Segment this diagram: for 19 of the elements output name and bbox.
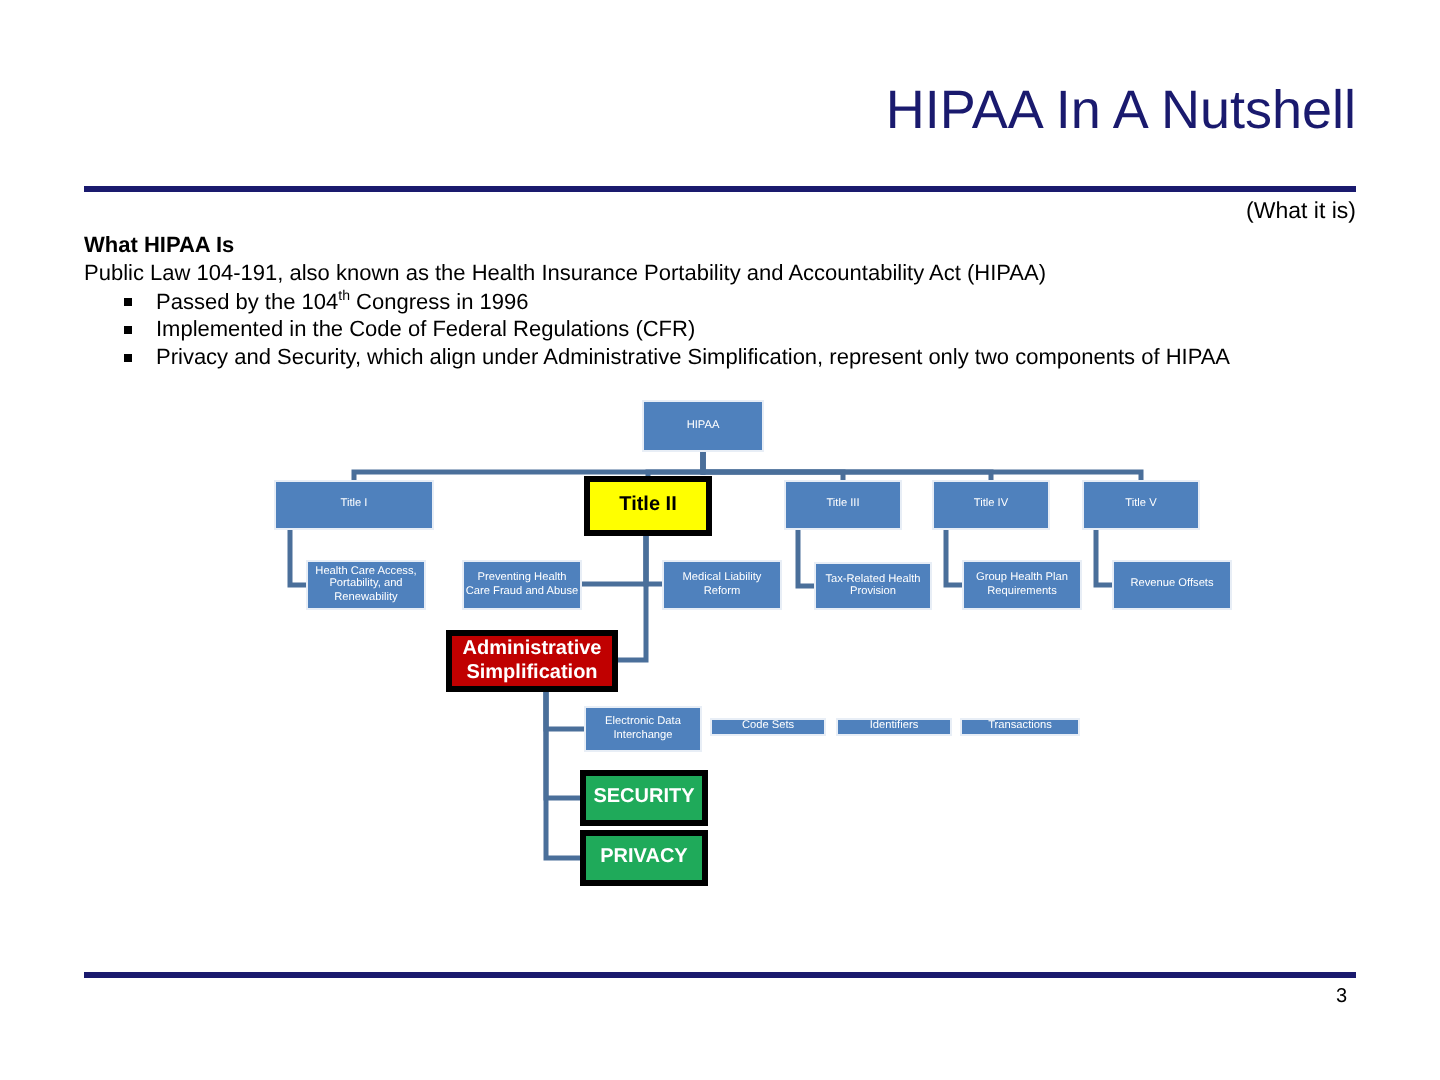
connector-line xyxy=(700,452,1144,480)
bullet-text: Implemented in the Code of Federal Regulations (CFR) xyxy=(156,318,696,342)
connector-line xyxy=(943,530,962,588)
highlighted-box: PRIVACY xyxy=(580,830,708,886)
connector-line xyxy=(618,536,649,663)
connector-line xyxy=(795,530,814,589)
highlighted-box: Title II xyxy=(584,476,712,536)
slide-title: HIPAA In A Nutshell xyxy=(885,80,1356,142)
subtitle: (What it is) xyxy=(1246,200,1356,224)
bullet-text: Passed by the 104$^{th}$ Congress in 1996 xyxy=(156,290,529,316)
highlighted-box: SECURITY xyxy=(580,770,708,826)
bullet-text: Privacy and Security, which align under Administrative Simplification, represent only two components of HIPAA xyxy=(156,346,1231,370)
connector-line xyxy=(1093,530,1112,588)
connector-line xyxy=(543,692,580,861)
section-heading: What HIPAA Is xyxy=(84,234,235,258)
body-text: Public Law 104-191, also known as the Health Insurance Portability and Accountability Act (HIPAA) xyxy=(84,262,1047,286)
page-number: 3 xyxy=(1336,986,1348,1008)
highlighted-box: Administrative Simplification xyxy=(446,630,618,692)
connector-line xyxy=(287,530,306,588)
